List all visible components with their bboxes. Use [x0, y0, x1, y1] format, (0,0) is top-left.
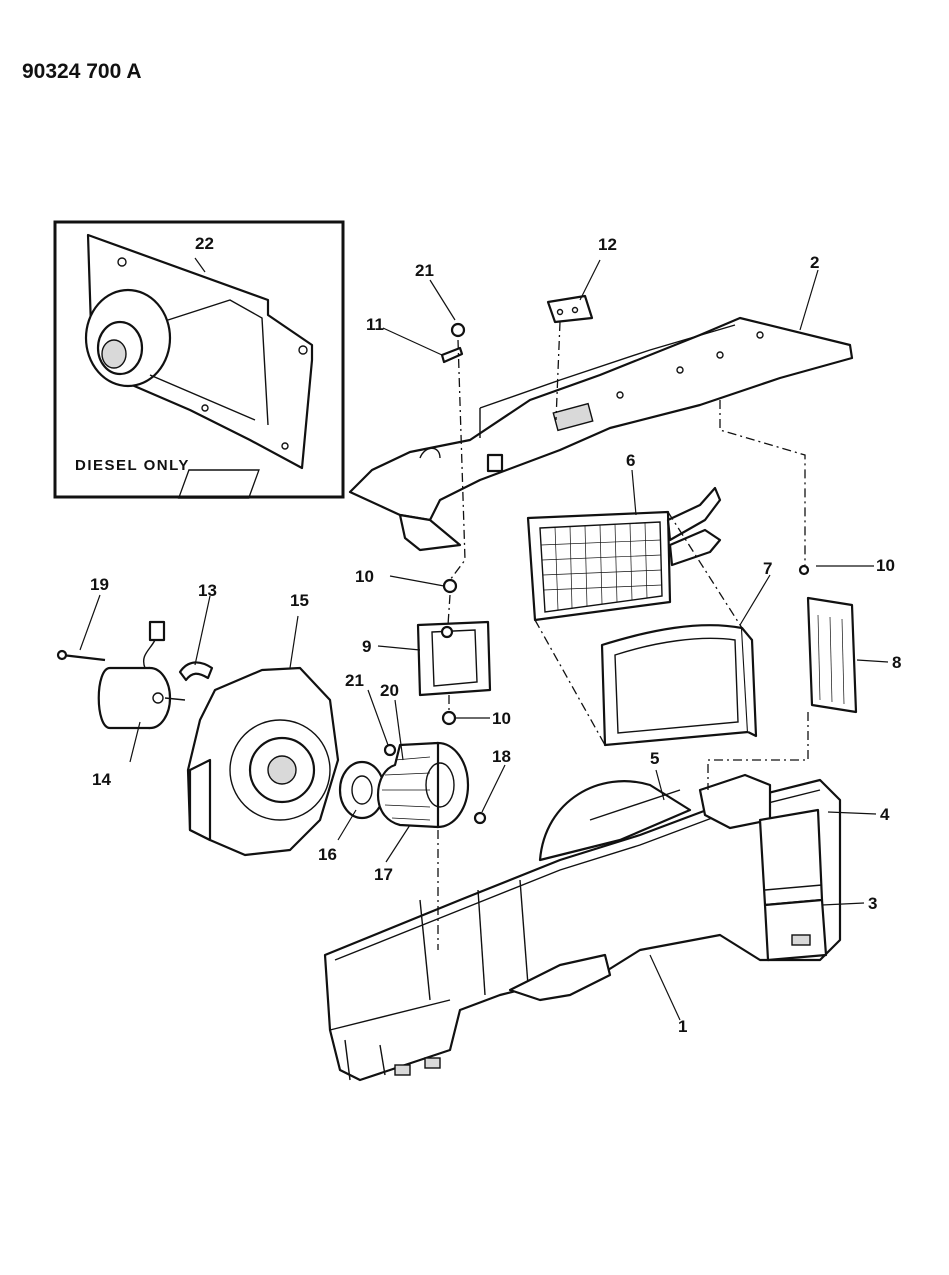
callout-labels: 22 21 11 12 2 6 7 10 10 8 9 10 19 13 15 …	[90, 234, 901, 1036]
callout-19: 19	[90, 575, 109, 594]
callout-1: 1	[678, 1017, 687, 1036]
part-12-bracket	[546, 294, 594, 324]
part-19-bolt	[56, 649, 106, 662]
part-22-diesel-shroud	[84, 233, 314, 470]
callout-12: 12	[598, 235, 617, 254]
part-15-blower-plate	[186, 666, 340, 857]
callout-11: 11	[366, 315, 384, 334]
part-2-upper-cover	[177, 316, 854, 552]
part-10-nut-lower	[441, 710, 457, 726]
part-18-clip	[473, 811, 487, 825]
part-13-hose	[178, 661, 214, 682]
callout-10-upper: 10	[355, 567, 374, 586]
part-17-blower-wheel	[376, 741, 470, 829]
part-9-blend-door	[416, 620, 492, 697]
callout-16: 16	[318, 845, 337, 864]
callout-10-lower: 10	[492, 709, 511, 728]
leader-lines	[79, 257, 889, 1021]
callout-5: 5	[650, 749, 659, 768]
part-6-heater-core	[526, 486, 722, 622]
callout-4: 4	[880, 805, 890, 824]
part-21-nut-top	[450, 322, 466, 338]
callout-20: 20	[380, 681, 399, 700]
callout-2: 2	[810, 253, 819, 272]
part-21-nut-middle	[383, 743, 397, 757]
motor-connector	[148, 620, 166, 642]
part-7-seal-frame	[600, 624, 758, 747]
callout-13: 13	[198, 581, 217, 600]
part-8-filter-pad	[806, 596, 858, 714]
callout-9: 9	[362, 637, 371, 656]
assembly-lines	[437, 321, 809, 950]
inset-label: DIESEL ONLY	[75, 457, 190, 474]
callout-8: 8	[892, 653, 901, 672]
part-11-screw	[440, 346, 464, 364]
callout-7: 7	[763, 559, 772, 578]
callout-15: 15	[290, 591, 309, 610]
callout-18: 18	[492, 747, 511, 766]
callout-22: 22	[195, 234, 214, 253]
callout-10-right: 10	[876, 556, 895, 575]
callout-3: 3	[868, 894, 877, 913]
part-10-nut-upper	[442, 578, 458, 594]
callout-14: 14	[92, 770, 111, 789]
callout-21-middle: 21	[345, 671, 364, 690]
callout-17: 17	[374, 865, 393, 884]
part-10-nut-right	[798, 564, 810, 576]
callout-21-top: 21	[415, 261, 434, 280]
diesel-inset: DIESEL ONLY	[53, 220, 345, 499]
part-14-blower-motor	[97, 666, 186, 730]
document-id: 90324 700 A	[22, 60, 142, 83]
callout-6: 6	[626, 451, 635, 470]
part-1-lower-housing	[323, 773, 842, 1082]
